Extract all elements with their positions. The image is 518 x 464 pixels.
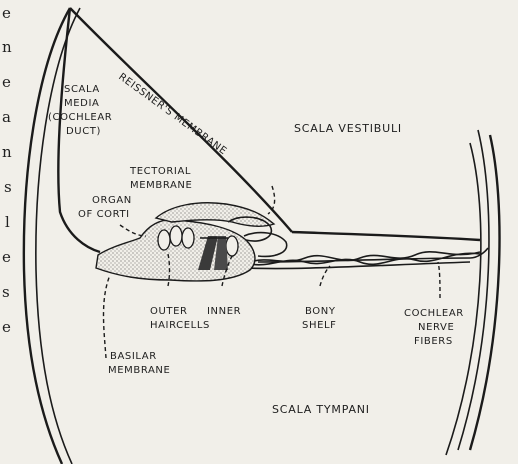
svg-text:HAIRCELLS: HAIRCELLS xyxy=(150,320,210,331)
label-scala-tympani: SCALA TYMPANI xyxy=(272,403,370,416)
label-cochlear-nerve-fibers: COCHLEAR NERVE FIBERS xyxy=(404,308,464,347)
svg-text:FIBERS: FIBERS xyxy=(414,336,453,347)
label-inner: INNER xyxy=(207,306,241,317)
label-scala-vestibuli: SCALA VESTIBULI xyxy=(294,122,402,135)
svg-text:OF CORTI: OF CORTI xyxy=(78,209,130,220)
cropped-page-text: e n e a n s l e s e xyxy=(2,4,12,336)
label-basilar-membrane: BASILAR MEMBRANE xyxy=(108,351,170,376)
svg-text:l: l xyxy=(5,213,10,231)
svg-text:e: e xyxy=(2,73,11,91)
modiolus-wall xyxy=(446,130,500,455)
svg-text:s: s xyxy=(2,283,10,301)
svg-text:SCALA: SCALA xyxy=(64,84,100,95)
svg-text:n: n xyxy=(2,143,12,161)
label-outer-haircells: OUTER HAIRCELLS xyxy=(150,306,210,331)
label-tectorial-membrane: TECTORIAL MEMBRANE xyxy=(129,166,192,191)
svg-text:e: e xyxy=(2,318,11,336)
svg-text:SHELF: SHELF xyxy=(302,320,337,331)
label-reissners-membrane: REISSNER'S MEMBRANE xyxy=(116,72,228,158)
cochlear-outer-wall xyxy=(24,8,80,464)
svg-text:BONY: BONY xyxy=(305,306,336,317)
svg-text:MEDIA: MEDIA xyxy=(64,98,99,109)
svg-text:TECTORIAL: TECTORIAL xyxy=(129,166,191,177)
svg-text:BASILAR: BASILAR xyxy=(110,351,157,362)
svg-text:n: n xyxy=(2,38,12,56)
svg-text:MEMBRANE: MEMBRANE xyxy=(130,180,192,191)
svg-text:ORGAN: ORGAN xyxy=(92,195,132,206)
svg-text:DUCT): DUCT) xyxy=(66,126,101,137)
svg-text:e: e xyxy=(2,4,11,22)
svg-text:(COCHLEAR: (COCHLEAR xyxy=(48,112,112,123)
label-scala-media: SCALA MEDIA (COCHLEAR DUCT) xyxy=(48,84,112,137)
svg-text:MEMBRANE: MEMBRANE xyxy=(108,365,170,376)
svg-text:e: e xyxy=(2,248,11,266)
svg-text:COCHLEAR: COCHLEAR xyxy=(404,308,464,319)
label-organ-of-corti: ORGAN OF CORTI xyxy=(78,195,132,220)
svg-text:a: a xyxy=(2,108,11,126)
svg-text:OUTER: OUTER xyxy=(150,306,188,317)
svg-text:s: s xyxy=(4,178,12,196)
svg-text:NERVE: NERVE xyxy=(418,322,454,333)
label-bony-shelf: BONY SHELF xyxy=(302,306,337,331)
